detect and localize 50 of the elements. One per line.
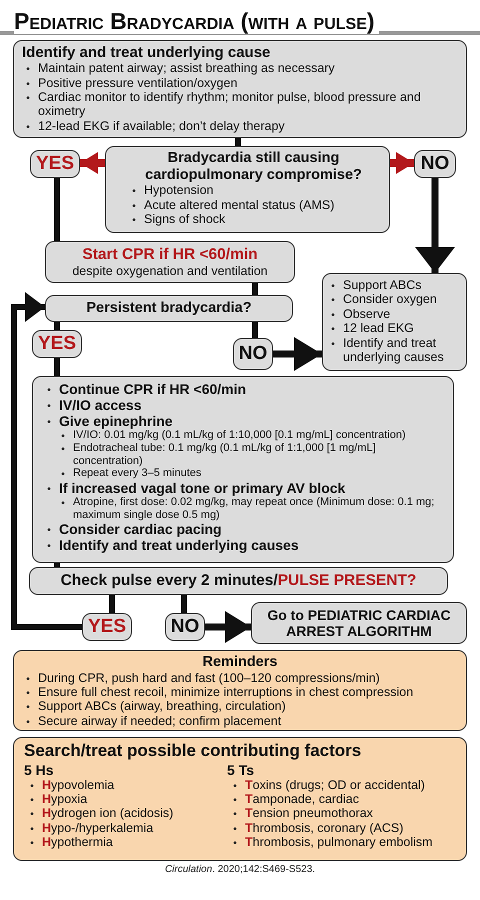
arrow [273,337,322,371]
answer-box [165,613,205,641]
connector-line [109,595,115,613]
citation: Circulation. 2020;142:S469-S523. [164,864,316,875]
decision-box [45,295,293,322]
process-box [322,273,467,371]
connector-line [252,283,258,295]
process-box [32,376,454,563]
answer-text: NO [170,616,200,638]
process-box [251,602,467,644]
arrow [415,178,455,273]
answer-text: NO [420,153,450,175]
answer-text: YES [38,333,76,355]
reminder-panel [13,650,467,731]
decision-box [29,567,448,595]
connector-line [54,563,60,567]
answer-box [233,338,273,370]
question-text: Check pulse every 2 minutes/ [60,572,278,590]
answer-box [414,150,456,178]
box-heading: Reminders [202,654,278,671]
decision-box [105,146,390,233]
box-heading: Identify and treat underlying cause [22,44,272,62]
instruction-text: Start CPR if HR <60/min [82,246,258,264]
connector-line [54,358,60,376]
instruction-text: Go to PEDIATRIC CARDIAC ARREST ALGORITHM [266,606,452,640]
question-text: Persistent bradycardia? [86,300,252,317]
answer-text: YES [36,153,74,175]
answer-box [32,330,82,358]
arrow [390,152,414,174]
connector-line [54,178,60,241]
process-box [13,40,467,138]
list-heading: 5 Hs [24,762,55,778]
arrow [80,152,105,174]
arrow [205,611,251,643]
connector-line [54,322,60,330]
connector-line [181,595,187,613]
connector-line [252,322,258,338]
question-text: PULSE PRESENT? [278,572,416,590]
answer-text: YES [88,616,126,638]
arrow [11,292,82,630]
instruction-text: despite oxygenation and ventilation [72,264,268,278]
answer-box [82,613,132,641]
list-heading: 5 Ts [227,762,256,778]
answer-box [30,150,80,178]
box-heading: Search/treat possible contributing factors [24,741,362,761]
answer-text: NO [238,343,268,365]
reminder-panel [13,737,467,861]
question-text: Bradycardia still causing cardiopulmonary compromise? [144,150,363,184]
connector-line [235,138,241,146]
process-box [45,241,295,283]
